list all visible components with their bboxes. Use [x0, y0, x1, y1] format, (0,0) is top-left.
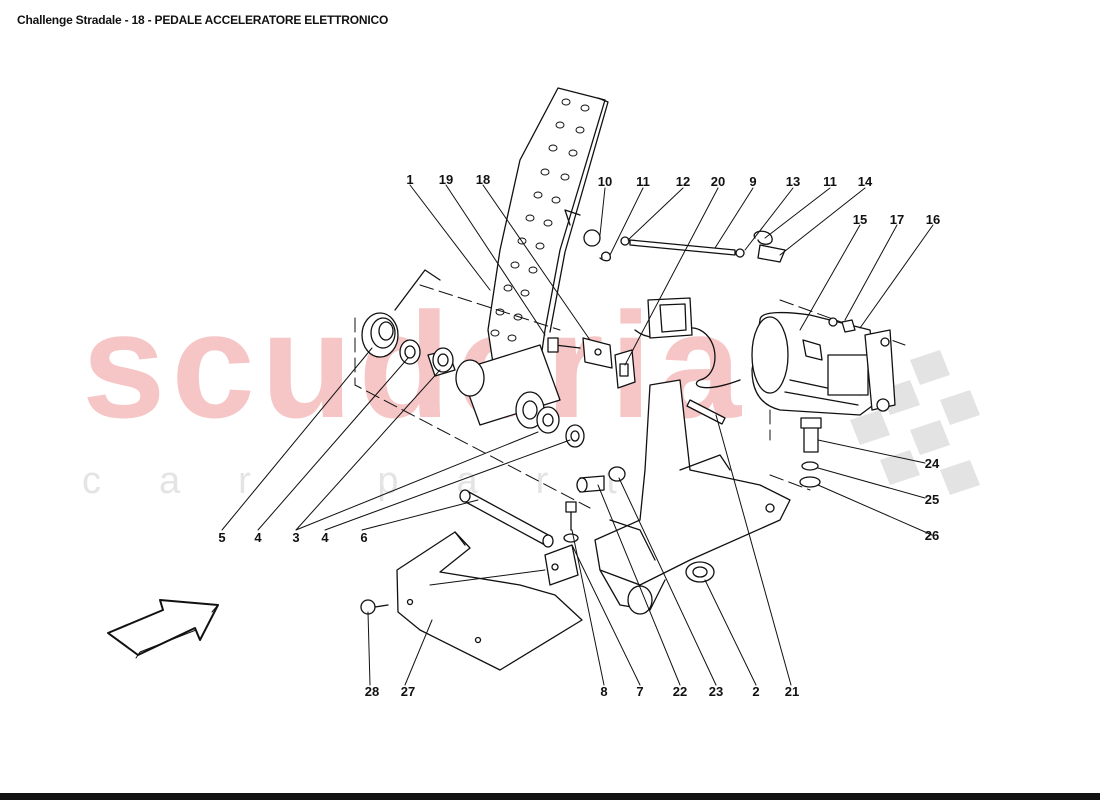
callout-20: 20 [711, 174, 725, 189]
callout-25: 25 [925, 492, 939, 507]
bracket-bolt [576, 475, 605, 493]
callout-23: 23 [709, 684, 723, 699]
connector-bracket [582, 337, 613, 369]
callout-28: 28 [365, 684, 379, 699]
return-spring [361, 269, 441, 358]
callout-13: 13 [786, 174, 800, 189]
callout-7: 7 [636, 684, 643, 699]
mounting-bolt [800, 417, 822, 453]
threaded-stud [686, 399, 726, 425]
callout-21: 21 [785, 684, 799, 699]
callout-8: 8 [600, 684, 607, 699]
flat-washer [799, 476, 821, 488]
bottom-border [0, 793, 1100, 800]
callout-1: 1 [406, 172, 413, 187]
callout-22: 22 [673, 684, 687, 699]
callout-5: 5 [218, 530, 225, 545]
callout-18: 18 [476, 172, 490, 187]
callout-6: 6 [360, 530, 367, 545]
bracket-washer [608, 466, 626, 482]
callout-15: 15 [853, 212, 867, 227]
small-screw [563, 501, 579, 543]
washer-left [399, 339, 421, 365]
callout-4-right: 4 [321, 530, 329, 545]
shield-plate [396, 531, 583, 671]
pivot-pin [459, 489, 554, 548]
callout-24: 24 [925, 456, 940, 471]
callout-14: 14 [858, 174, 873, 189]
callout-12: 12 [676, 174, 690, 189]
lock-washer [801, 461, 819, 471]
callout-16: 16 [926, 212, 940, 227]
bushing-right [536, 406, 560, 434]
sensor-cable [634, 297, 741, 389]
callout-4-left: 4 [254, 530, 262, 545]
callout-10: 10 [598, 174, 612, 189]
direction-arrow [107, 599, 219, 656]
throttle-actuator [751, 311, 896, 416]
bushing-left [427, 347, 456, 377]
callout-27: 27 [401, 684, 415, 699]
shield-screw [360, 599, 389, 615]
callout-2: 2 [752, 684, 759, 699]
callout-26: 26 [925, 528, 939, 543]
callout-19: 19 [439, 172, 453, 187]
bracket-screw [547, 337, 581, 353]
page-title: Challenge Stradale - 18 - PEDALE ACCELER… [17, 13, 389, 27]
callout-17: 17 [890, 212, 904, 227]
callout-9: 9 [749, 174, 756, 189]
pin-support [544, 544, 579, 586]
washer-right [565, 424, 585, 448]
pedal-plate [487, 87, 609, 411]
callout-11-motor: 11 [823, 174, 837, 189]
connector-clip [614, 349, 636, 389]
linkage-rod [564, 209, 786, 263]
base-bracket [594, 379, 791, 615]
callout-11-pedal: 11 [636, 174, 650, 189]
callout-3: 3 [292, 530, 299, 545]
